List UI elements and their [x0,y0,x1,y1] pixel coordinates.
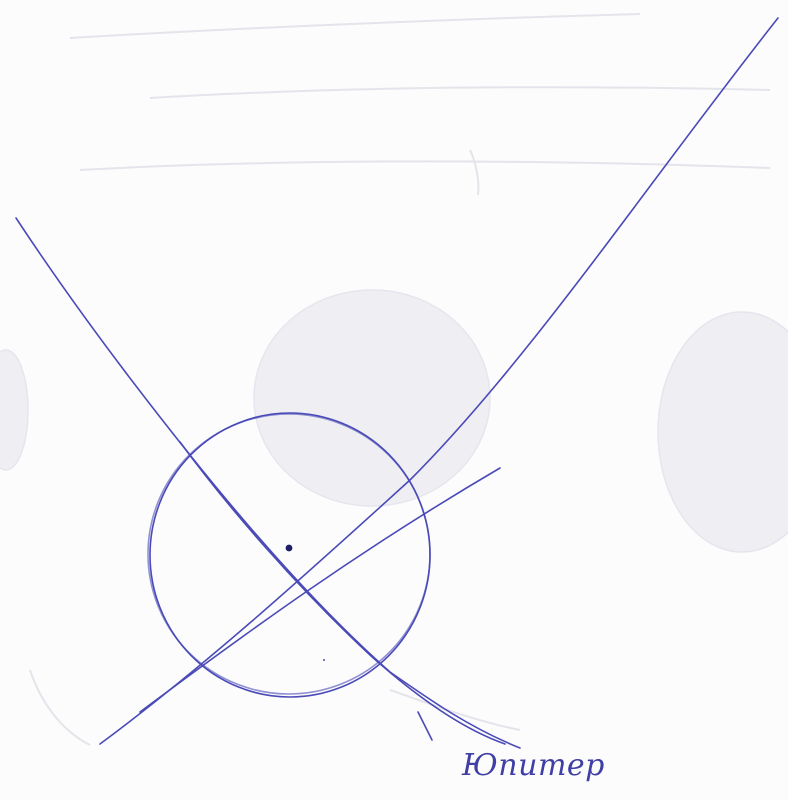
ascending-line [140,468,500,712]
tick-mark [418,712,432,740]
center-dot [286,545,293,552]
sketch-caption: Юпитер [462,748,605,783]
bleed-through-circles [0,290,788,552]
small-dot [323,659,325,661]
